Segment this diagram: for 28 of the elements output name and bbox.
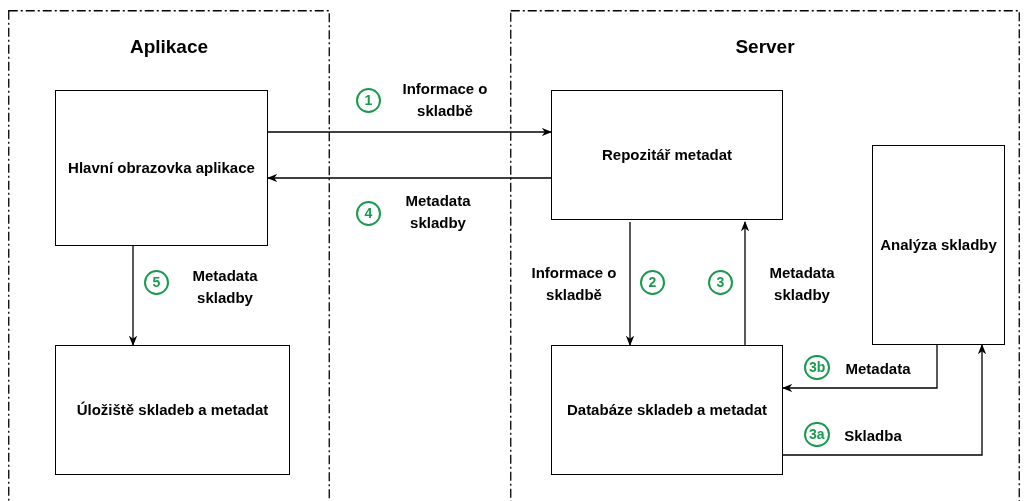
- box-text: Databáze skladeb a metadat: [566, 400, 768, 421]
- process-box: [55, 345, 290, 475]
- group-title: Server: [734, 36, 796, 58]
- arrow: [266, 173, 552, 183]
- group-frame: [8, 10, 330, 501]
- arrow: [740, 220, 750, 346]
- group-title: Aplikace: [128, 36, 210, 58]
- arrow: [781, 344, 938, 393]
- step-number: 2: [640, 270, 665, 295]
- process-box: [551, 345, 783, 475]
- arrow: [128, 245, 138, 347]
- arrow: [625, 221, 635, 347]
- arrow: [267, 127, 553, 137]
- step-number: 5: [144, 270, 169, 295]
- box-text: Úložiště skladeb a metadat: [76, 400, 269, 421]
- process-box: [551, 90, 783, 220]
- step-number: 3b: [804, 355, 831, 380]
- step-number: 4: [356, 201, 381, 226]
- step-number: 3: [708, 270, 733, 295]
- group-frame: [510, 10, 1020, 501]
- arrow: [782, 343, 987, 456]
- step-number: 3a: [804, 422, 830, 447]
- step-number: 1: [356, 88, 381, 113]
- process-box: [872, 145, 1005, 345]
- box-text: Hlavní obrazovka aplikace: [68, 158, 255, 179]
- process-box: [55, 90, 268, 246]
- box-text: Repozitář metadat: [602, 145, 732, 166]
- box-text: Analýza skladby: [880, 235, 997, 256]
